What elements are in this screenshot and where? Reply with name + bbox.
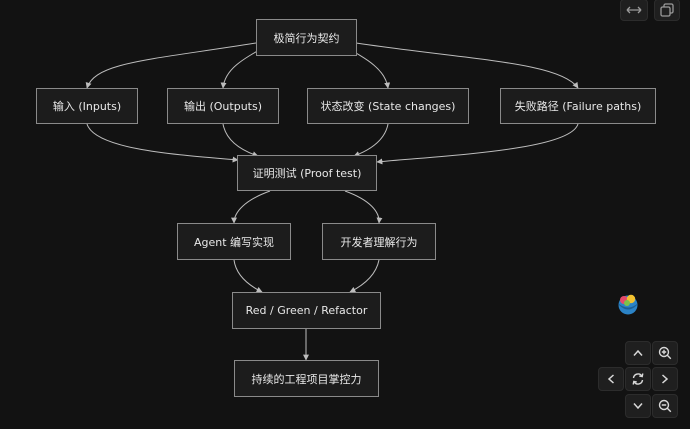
node-proof[interactable]: 证明测试 (Proof test) xyxy=(237,155,377,191)
node-inputs[interactable]: 输入 (Inputs) xyxy=(36,88,138,124)
zoom-in-button[interactable] xyxy=(652,341,678,365)
edge-state-proof xyxy=(353,123,389,157)
pan-right-button[interactable] xyxy=(652,367,678,391)
zoom-out-button[interactable] xyxy=(652,394,678,418)
edge-root-inputs xyxy=(85,42,257,89)
zoom-out-icon xyxy=(658,399,672,413)
pan-up-button[interactable] xyxy=(625,341,651,365)
fullscreen-button[interactable] xyxy=(620,0,648,21)
pan-left-button[interactable] xyxy=(598,367,624,391)
pan-left-icon xyxy=(607,374,614,384)
logo-icon xyxy=(618,294,638,315)
pan-down-icon xyxy=(633,403,643,410)
edge-proof-developer xyxy=(344,190,383,224)
edge-proof-agent xyxy=(231,190,271,224)
edge-failure-proof xyxy=(376,123,579,165)
node-failure[interactable]: 失败路径 (Failure paths) xyxy=(500,88,656,124)
copy-icon xyxy=(660,3,674,17)
pan-up-icon xyxy=(633,349,643,356)
node-rgr[interactable]: Red / Green / Refactor xyxy=(232,292,381,329)
copy-button[interactable] xyxy=(654,0,680,21)
edge-agent-rgr xyxy=(233,259,263,293)
node-root[interactable]: 极简行为契约 xyxy=(256,19,357,56)
zoom-in-icon xyxy=(658,346,672,360)
edge-inputs-proof xyxy=(86,123,239,163)
edge-outputs-proof xyxy=(222,123,259,158)
node-state[interactable]: 状态改变 (State changes) xyxy=(307,88,469,124)
reset-button[interactable] xyxy=(625,367,651,391)
reset-icon xyxy=(632,373,644,385)
edge-root-failure xyxy=(355,42,579,89)
pan-down-button[interactable] xyxy=(625,394,651,418)
edge-developer-rgr xyxy=(349,259,380,293)
node-mastery[interactable]: 持续的工程项目掌控力 xyxy=(234,360,379,397)
pan-right-icon xyxy=(662,374,669,384)
node-developer[interactable]: 开发者理解行为 xyxy=(322,223,436,260)
fullscreen-icon xyxy=(626,6,642,14)
node-agent[interactable]: Agent 编写实现 xyxy=(177,223,291,260)
node-outputs[interactable]: 输出 (Outputs) xyxy=(167,88,279,124)
